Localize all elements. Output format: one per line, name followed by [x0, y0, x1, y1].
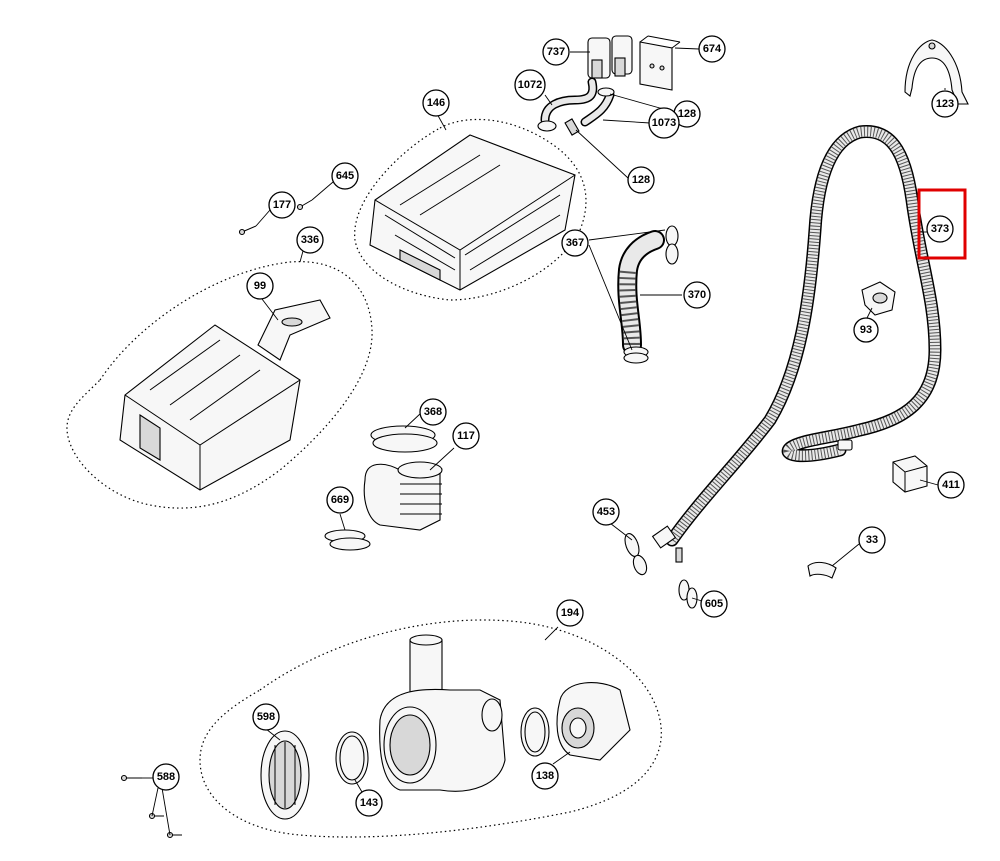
callout-93[interactable]: 93: [853, 317, 879, 343]
svg-text:453: 453: [597, 506, 615, 518]
svg-text:128: 128: [678, 108, 696, 120]
callout-33[interactable]: 33: [858, 526, 886, 554]
svg-text:669: 669: [331, 494, 349, 506]
callout-1072[interactable]: 1072: [514, 69, 546, 101]
clip-411: [892, 455, 928, 493]
svg-text:93: 93: [860, 324, 872, 336]
drain-hose: [651, 125, 942, 563]
callout-194[interactable]: 194: [556, 599, 584, 627]
callout-373[interactable]: 373: [926, 215, 954, 243]
callout-588[interactable]: 588: [152, 763, 180, 791]
callout-737[interactable]: 737: [542, 38, 570, 66]
clamp-453: [624, 532, 648, 576]
svg-text:1073: 1073: [652, 117, 676, 129]
callout-128-lower[interactable]: 128: [627, 166, 655, 194]
clamp-605: [678, 579, 698, 609]
dispenser-housing: [354, 118, 587, 301]
clamp-33: [807, 561, 837, 579]
inlet-valve-assembly: [537, 35, 681, 136]
svg-text:598: 598: [257, 711, 275, 723]
svg-text:367: 367: [566, 237, 584, 249]
callout-453[interactable]: 453: [592, 498, 620, 526]
svg-text:674: 674: [703, 43, 722, 55]
svg-text:194: 194: [561, 607, 580, 619]
callout-117[interactable]: 117: [452, 422, 480, 450]
svg-text:336: 336: [301, 234, 319, 246]
svg-text:368: 368: [424, 406, 442, 418]
svg-text:370: 370: [688, 289, 706, 301]
dispenser-hose: [617, 225, 679, 364]
callout-645[interactable]: 645: [331, 162, 359, 190]
svg-text:177: 177: [273, 199, 291, 211]
callout-674[interactable]: 674: [698, 35, 726, 63]
svg-text:123: 123: [936, 98, 954, 110]
svg-text:411: 411: [942, 479, 960, 491]
callout-138[interactable]: 138: [531, 762, 559, 790]
callout-99[interactable]: 99: [246, 272, 274, 300]
callout-598[interactable]: 598: [252, 703, 280, 731]
callout-146[interactable]: 146: [422, 89, 450, 117]
callout-367[interactable]: 367: [561, 229, 589, 257]
screws-177-645: [238, 199, 313, 236]
svg-text:588: 588: [157, 771, 175, 783]
callout-605[interactable]: 605: [700, 590, 728, 618]
svg-text:605: 605: [705, 598, 723, 610]
svg-text:99: 99: [254, 280, 266, 292]
highlight-box: [917, 188, 967, 260]
callout-123[interactable]: 123: [931, 90, 959, 118]
svg-text:117: 117: [457, 430, 475, 442]
detergent-drawer: [66, 261, 373, 509]
svg-text:737: 737: [547, 46, 565, 58]
svg-text:373: 373: [931, 223, 949, 235]
svg-text:33: 33: [866, 534, 878, 546]
callout-669[interactable]: 669: [326, 486, 354, 514]
svg-text:128: 128: [632, 174, 650, 186]
callout-368[interactable]: 368: [419, 398, 447, 426]
callout-177[interactable]: 177: [268, 191, 296, 219]
hose-clip-93: [861, 281, 896, 316]
svg-text:645: 645: [336, 170, 354, 182]
hose-hanger-bracket: [904, 39, 969, 105]
svg-text:1072: 1072: [518, 79, 542, 91]
callout-1073[interactable]: 1073: [648, 107, 680, 139]
leader-lines: [142, 47, 946, 836]
drain-pump-assembly: [199, 619, 662, 838]
callout-143[interactable]: 143: [355, 789, 383, 817]
sump-bellows: [324, 425, 443, 551]
callout-336[interactable]: 336: [296, 226, 324, 254]
callouts: 737 674 1072 128 1073 128 123 146 645 17…: [152, 35, 965, 817]
svg-text:138: 138: [536, 770, 554, 782]
callout-411[interactable]: 411: [937, 471, 965, 499]
svg-text:143: 143: [360, 797, 378, 809]
callout-370[interactable]: 370: [683, 281, 711, 309]
svg-text:146: 146: [427, 97, 445, 109]
